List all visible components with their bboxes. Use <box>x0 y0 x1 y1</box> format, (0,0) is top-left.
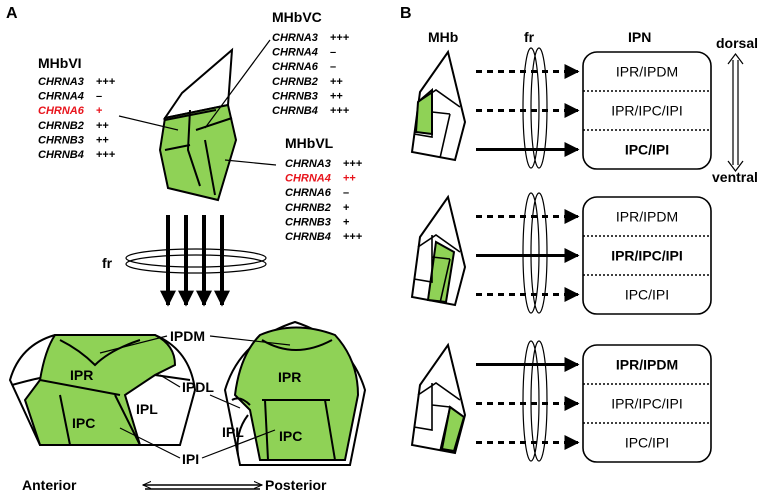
gene-name: CHRNB4 <box>285 231 331 243</box>
ipn-box <box>582 196 712 315</box>
mhbvl-title: MHbVL <box>285 135 334 151</box>
gene-level: +++ <box>96 76 115 88</box>
gene-level: ++ <box>96 134 109 146</box>
ipn-subnucleus-label: IPR/IPDM <box>616 357 678 373</box>
ipn-anterior <box>8 334 197 446</box>
gene-name: CHRNB4 <box>272 105 318 117</box>
ipc-label-ant: IPC <box>72 415 95 431</box>
gene-name: CHRNA3 <box>272 32 318 44</box>
ventral-label: ventral <box>712 169 758 185</box>
panel-b-rows: IPR/IPDMIPR/IPC/IPIIPC/IPIIPR/IPDMIPR/IP… <box>410 47 712 463</box>
gene-level: +++ <box>330 32 349 44</box>
mhbvc-title: MHbVC <box>272 9 322 25</box>
gene-name: CHRNB2 <box>285 202 331 214</box>
ipl-label-post: IPL <box>222 424 244 440</box>
ipn-subnucleus-label: IPR/IPC/IPI <box>611 396 683 412</box>
ipn-posterior <box>223 320 367 466</box>
gene-level: – <box>343 187 349 199</box>
gene-name: CHRNA3 <box>285 158 331 170</box>
ipn-subnucleus-label: IPR/IPDM <box>616 64 678 80</box>
col-mhb-header: MHb <box>428 29 458 45</box>
ipr-label-ant: IPR <box>70 367 93 383</box>
gene-name: CHRNA4 <box>38 91 84 103</box>
ipdl-label: IPDL <box>182 379 214 395</box>
panel-b-letter: B <box>400 5 412 22</box>
gene-level: + <box>96 105 102 117</box>
gene-name: CHRNB2 <box>38 120 84 132</box>
ipi-label: IPI <box>182 451 199 467</box>
gene-level: ++ <box>343 173 356 185</box>
gene-level: + <box>343 202 349 214</box>
anterior-label: Anterior <box>22 477 77 493</box>
gene-name: CHRNA6 <box>285 187 332 199</box>
gene-name: CHRNA4 <box>272 47 318 59</box>
mhbvi-gene-list: CHRNA3 +++ CHRNA4–CHRNA6 + CHRNB2 ++ CHRNB3 ++ C… <box>38 76 115 161</box>
ipn-subnucleus-label: IPC/IPI <box>625 435 669 451</box>
gene-level: – <box>96 91 102 103</box>
ipn-box <box>582 51 712 170</box>
gene-name: CHRNA3 <box>38 76 84 88</box>
gene-name: CHRNA6 <box>272 61 319 73</box>
panel-b-row: IPR/IPDM IPR/IPC/IPI IPC/IPI <box>410 192 712 315</box>
ipc-label-post: IPC <box>279 428 302 444</box>
gene-level: +++ <box>330 105 349 117</box>
fr-bundle <box>522 47 548 169</box>
ipn-subnucleus-label: IPC/IPI <box>625 142 669 158</box>
panel-b-row: IPR/IPDM IPR/IPC/IPI IPC/IPI <box>410 47 712 170</box>
fr-arrows-a <box>125 215 267 307</box>
col-ipn-header: IPN <box>628 29 651 45</box>
ipn-subnucleus-label: IPC/IPI <box>625 287 669 303</box>
mhb-shape <box>410 342 467 455</box>
gene-name: CHRNA4 <box>285 173 331 185</box>
fr-label-a: fr <box>102 255 113 271</box>
gene-name: CHRNA6 <box>38 105 85 117</box>
dorsal-label: dorsal <box>716 35 758 51</box>
gene-name: CHRNB3 <box>285 216 331 228</box>
fr-bundle <box>522 340 548 462</box>
gene-level: + <box>343 216 349 228</box>
gene-name: CHRNB3 <box>38 134 84 146</box>
mhb-shape <box>410 49 467 162</box>
mhb-shape-a <box>118 39 277 202</box>
gene-level: – <box>330 61 336 73</box>
gene-level: ++ <box>330 90 343 102</box>
dorsal-ventral-arrow <box>727 53 744 172</box>
gene-level: +++ <box>96 149 115 161</box>
gene-level: ++ <box>330 76 343 88</box>
col-fr-header: fr <box>524 29 535 45</box>
ipr-label-post: IPR <box>278 369 301 385</box>
mhb-shape <box>410 194 467 307</box>
ipdm-label: IPDM <box>170 328 205 344</box>
ipn-subnucleus-label: IPR/IPDM <box>616 209 678 225</box>
mhbvl-gene-list: CHRNA3 +++ CHRNA4 ++ CHRNA6–CHRNB2 + CHRNB3 + CH… <box>285 158 362 243</box>
gene-name: CHRNB4 <box>38 149 84 161</box>
ipl-label-ant: IPL <box>136 401 158 417</box>
gene-level: +++ <box>343 158 362 170</box>
gene-level: ++ <box>96 120 109 132</box>
gene-name: CHRNB2 <box>272 76 318 88</box>
gene-level: – <box>330 47 336 59</box>
posterior-label: Posterior <box>265 477 327 493</box>
ipn-subnucleus-label: IPR/IPC/IPI <box>611 103 683 119</box>
panel-a-letter: A <box>6 5 18 22</box>
gene-level: +++ <box>343 231 362 243</box>
gene-name: CHRNB3 <box>272 90 318 102</box>
fr-bundle <box>522 192 548 314</box>
mhbvi-title: MHbVI <box>38 55 82 71</box>
panel-b-row: IPR/IPDM IPR/IPC/IPI IPC/IPI <box>410 340 712 463</box>
mhbvc-gene-list: CHRNA3+++CHRNA4–CHRNA6–CHRNB2++CHRNB3++C… <box>272 32 349 117</box>
ipn-box <box>582 344 712 463</box>
ipn-subnucleus-label: IPR/IPC/IPI <box>611 248 683 264</box>
